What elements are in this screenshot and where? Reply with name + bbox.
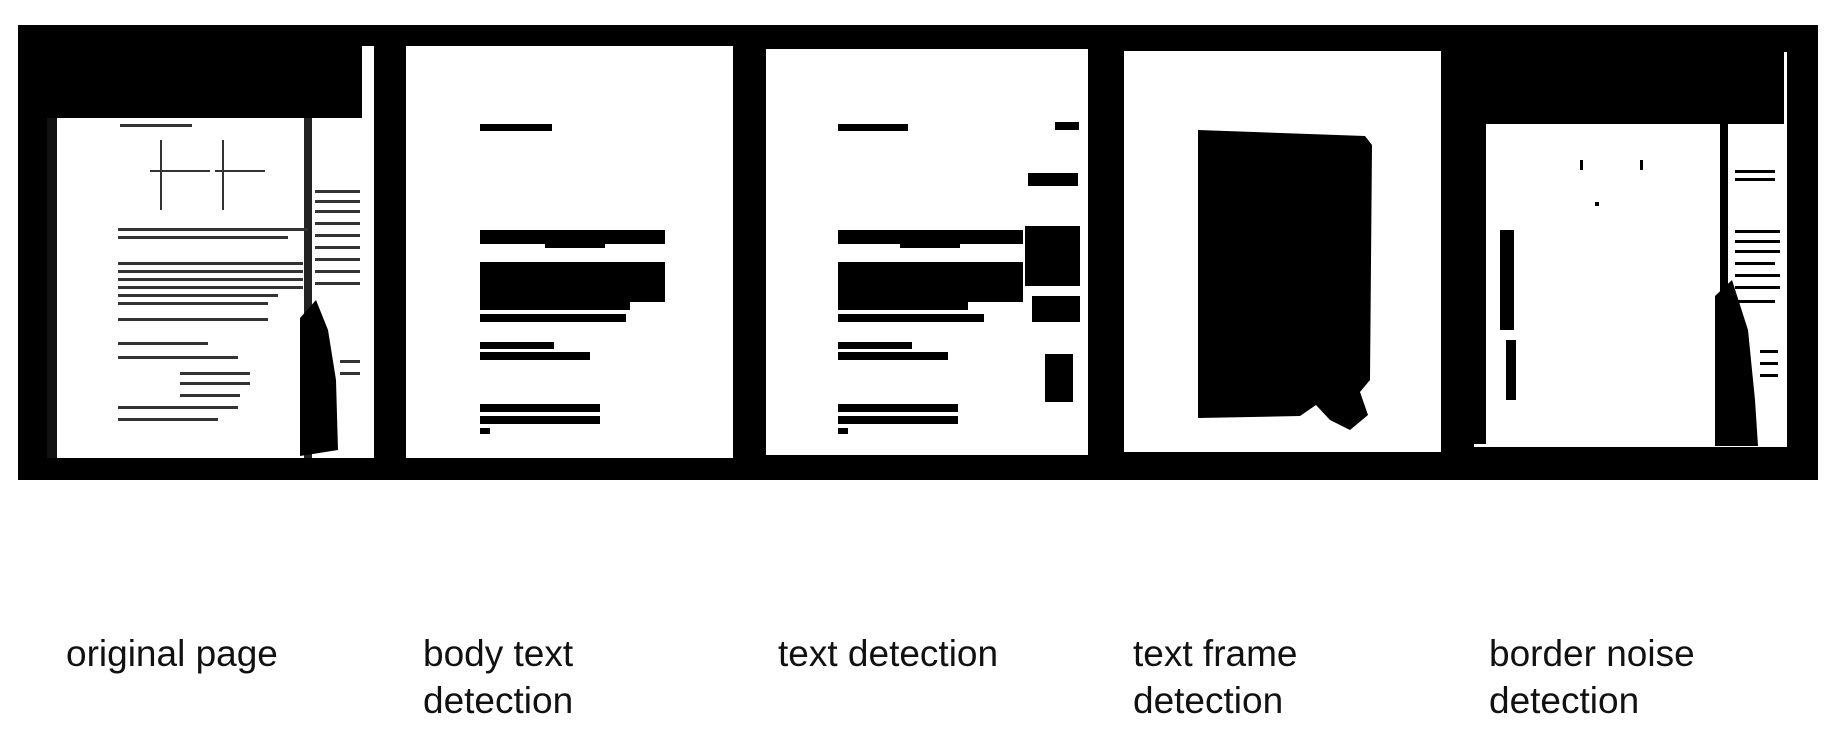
dark-scan-header <box>47 46 362 118</box>
panel-border-noise-detection <box>1474 52 1787 447</box>
panel-original-page <box>47 46 374 458</box>
ink-blot <box>300 300 338 456</box>
panel-text-detection <box>766 49 1088 455</box>
caption-text-frame-detection: text frame detection <box>1133 633 1298 721</box>
noise-header <box>1474 52 1784 124</box>
page-body-text <box>406 46 733 458</box>
caption-original-page: original page <box>66 633 278 674</box>
caption-text-detection: text detection <box>778 633 999 674</box>
text-frame-region <box>1198 130 1372 430</box>
noise-blot <box>1715 280 1758 446</box>
caption-border-noise-detection: border noise detection <box>1489 633 1695 721</box>
caption-body-text-detection: body text detection <box>423 633 574 721</box>
panel-text-frame-detection <box>1124 51 1441 452</box>
panel-body-text-detection <box>406 46 733 458</box>
